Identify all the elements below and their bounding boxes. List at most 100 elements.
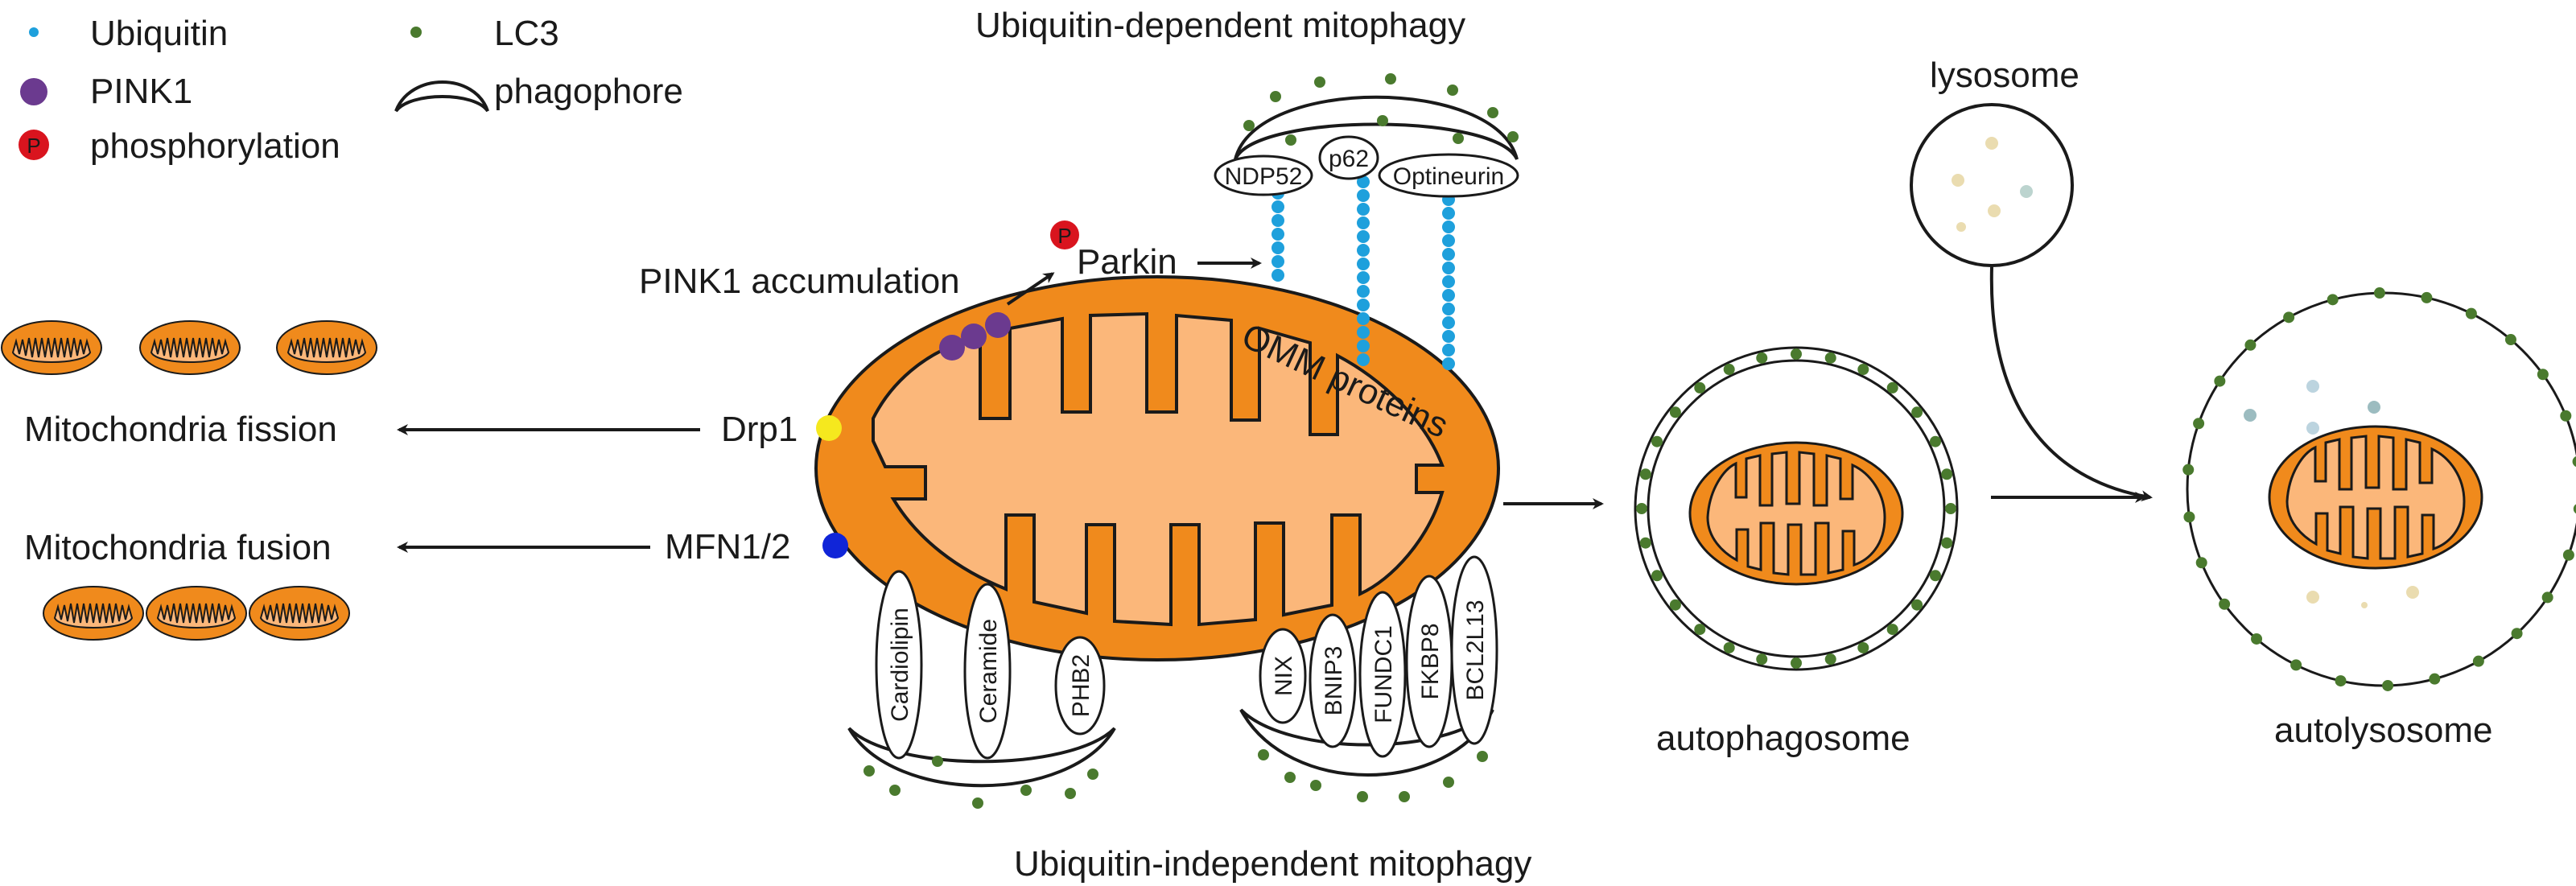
- ubiquitin-dot: [1357, 271, 1370, 284]
- ubiquitin-dot-icon: [29, 27, 39, 37]
- lc3-dot: [2219, 598, 2231, 610]
- ubiquitin-dot: [1442, 316, 1455, 329]
- ubiquitin-dot: [1442, 207, 1455, 220]
- legend-lc3: LC3: [494, 14, 559, 53]
- lc3-ring-autophagosome: [1636, 348, 1956, 669]
- lc3-dot: [2251, 633, 2263, 645]
- lc3-dot: [1639, 468, 1651, 480]
- ubiquitin-dot: [1442, 220, 1455, 233]
- mfn-dot-icon: [822, 533, 848, 558]
- svg-text:P: P: [1057, 224, 1071, 248]
- lc3-dot: [2195, 557, 2207, 569]
- lc3-dot: [2290, 659, 2302, 671]
- lc3-dot: [2244, 339, 2257, 351]
- ubiquitin-dot: [1357, 203, 1370, 216]
- ubiquitin-dot: [1272, 255, 1284, 268]
- receptor-p62-label: p62: [1329, 146, 1369, 172]
- autophagosome: [1634, 346, 1959, 671]
- ubiquitin-dot: [1442, 303, 1455, 315]
- drp1-label: Drp1: [721, 410, 798, 449]
- pink1-dot-icon: [20, 78, 47, 105]
- lc3-dot-icon: [410, 27, 422, 38]
- autophagosome-label: autophagosome: [1656, 719, 1910, 758]
- ubiquitin-dot: [1442, 234, 1455, 247]
- autolysosome-label: autolysosome: [2274, 711, 2492, 750]
- lc3-dot: [1857, 641, 1869, 653]
- ubiquitin-dot: [1357, 312, 1370, 325]
- lc3-dot: [2327, 294, 2339, 306]
- mfn-label: MFN1/2: [665, 527, 790, 567]
- lc3-dot: [2382, 679, 2394, 691]
- title-ubiquitin-independent: Ubiquitin-independent mitophagy: [1014, 844, 1531, 884]
- receptor-cardiolipin-label: Cardiolipin: [887, 608, 913, 722]
- ubiquitin-dot: [1272, 269, 1284, 282]
- phagophore-bottom-left: [847, 727, 1116, 788]
- ubiquitin-dot: [1357, 326, 1370, 339]
- ubiquitin-dot: [1442, 357, 1455, 370]
- receptor-nix-label: NIX: [1271, 656, 1297, 696]
- ubiquitin-dot: [1357, 353, 1370, 366]
- pink1-accumulation-label: PINK1 accumulation: [639, 262, 960, 301]
- lysosome-label: lysosome: [1930, 56, 2079, 95]
- lc3-dot: [2283, 311, 2295, 323]
- lc3-dot: [1857, 364, 1869, 376]
- lc3-dot: [2335, 675, 2347, 687]
- ubiquitin-chains: [1272, 175, 1455, 370]
- lc3-dot: [1723, 364, 1735, 376]
- lc3-dot: [1929, 570, 1941, 582]
- lc3-dots-top: [1243, 73, 1519, 146]
- autolysosome: [2182, 287, 2576, 691]
- drp1-dot-icon: [816, 415, 842, 441]
- legend-phosphorylation: phosphorylation: [90, 126, 340, 166]
- receptor-bcl2l13-label: BCL2L13: [1462, 600, 1489, 700]
- lc3-dot: [2541, 591, 2553, 604]
- lc3-dot: [1929, 435, 1941, 447]
- fusion-mitochondria: [43, 586, 350, 641]
- lc3-dot: [2214, 375, 2226, 387]
- lc3-dot: [2193, 418, 2205, 430]
- svg-text:P: P: [27, 134, 40, 158]
- lc3-dot: [1694, 381, 1706, 394]
- main-mitochondrion: [814, 275, 1500, 661]
- fission-label: Mitochondria fission: [24, 410, 337, 449]
- legend-pink1: PINK1: [90, 72, 192, 111]
- receptor-fkbp8-label: FKBP8: [1417, 623, 1444, 699]
- phagophore-icon: [394, 80, 489, 113]
- lc3-dot: [1756, 653, 1768, 666]
- arrow-icon: [1006, 272, 1055, 306]
- lc3-dot: [1651, 570, 1663, 582]
- lc3-dot: [2572, 456, 2576, 468]
- ubiquitin-dot: [1442, 275, 1455, 288]
- arrow-icon: [1989, 266, 2153, 502]
- ubiquitin-dot: [1357, 258, 1370, 270]
- lc3-dot: [1723, 641, 1735, 653]
- lc3-dot: [1824, 653, 1836, 666]
- lc3-dot: [2562, 549, 2574, 561]
- receptors-right: NIX BNIP3 FUNDC1 FKBP8 BCL2L13: [1259, 555, 1498, 758]
- ubiquitin-dot: [1442, 262, 1455, 274]
- receptor-ceramide-label: Ceramide: [975, 619, 1002, 723]
- legend-phagophore: phagophore: [494, 72, 683, 111]
- lc3-dot: [2373, 287, 2385, 299]
- receptor-ndp52-label: NDP52: [1225, 163, 1303, 190]
- title-ubiquitin-dependent: Ubiquitin-dependent mitophagy: [975, 6, 1465, 45]
- lc3-dot: [2504, 334, 2516, 346]
- ubiquitin-dot: [1272, 200, 1284, 213]
- lc3-dot: [1886, 381, 1898, 394]
- ubiquitin-dot: [1442, 344, 1455, 356]
- lc3-dot: [1911, 406, 1923, 418]
- ubiquitin-dot: [1357, 285, 1370, 298]
- ubiquitin-dot: [1357, 189, 1370, 202]
- fission-mitochondria: [1, 320, 377, 375]
- lc3-dot: [1824, 352, 1836, 364]
- ubiquitin-dot: [1357, 299, 1370, 311]
- receptors-top: NDP52 p62 Optineurin: [1214, 135, 1519, 198]
- legend-ubiquitin: Ubiquitin: [90, 14, 228, 53]
- ubiquitin-dot: [1442, 330, 1455, 343]
- lc3-dot: [2511, 628, 2523, 640]
- lc3-dot: [1669, 599, 1681, 611]
- ubiquitin-dot: [1442, 248, 1455, 261]
- legend: Ubiquitin LC3 PINK1 phagophore P phospho…: [19, 14, 683, 166]
- lc3-dot: [2537, 369, 2549, 381]
- pink1-accumulation-dots: [939, 312, 1011, 361]
